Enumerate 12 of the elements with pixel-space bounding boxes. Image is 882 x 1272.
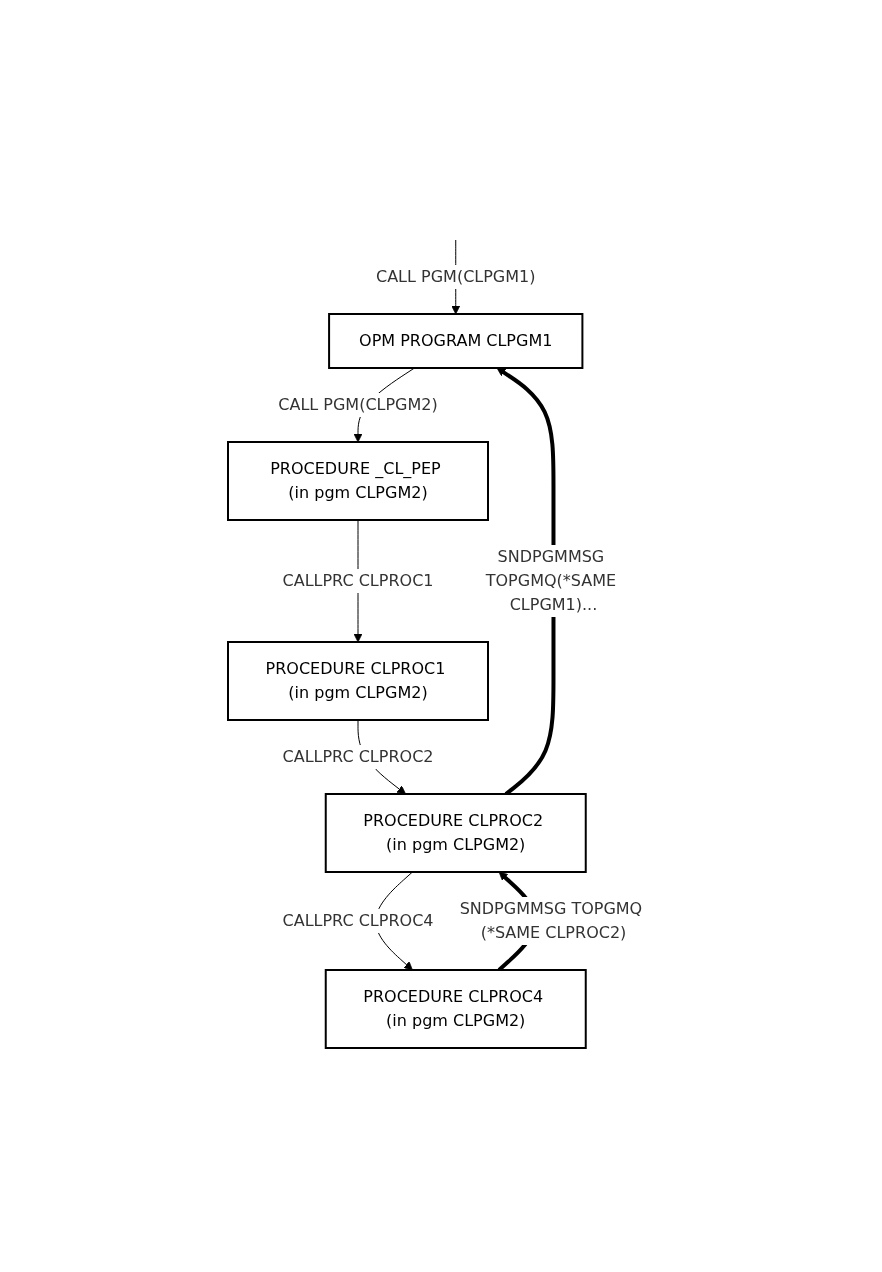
edge-label: CALLPRC CLPROC1 [282, 570, 434, 590]
node-box: PROCEDURE CLPROC4 (in pgm CLPGM2) [325, 968, 587, 1049]
node-box: OPM PROGRAM CLPGM1 [328, 312, 584, 369]
node-box: PROCEDURE _CL_PEP (in pgm CLPGM2) [227, 440, 490, 521]
edge-label: CALL PGM(CLPGM1) [376, 266, 536, 286]
edge-label: SNDPGMMSG TOPGMQ(*SAME CLPGM1)... [486, 546, 617, 614]
edge-label: CALLPRC CLPROC4 [282, 910, 434, 930]
edge-label: CALL PGM(CLPGM2) [278, 394, 438, 414]
edge-label: SNDPGMMSG TOPGMQ (*SAME CLPROC2) [459, 898, 643, 942]
edge-label: CALLPRC CLPROC2 [282, 746, 434, 766]
node-box: PROCEDURE CLPROC2 (in pgm CLPGM2) [325, 792, 587, 873]
node-box: PROCEDURE CLPROC1 (in pgm CLPGM2) [227, 640, 490, 721]
